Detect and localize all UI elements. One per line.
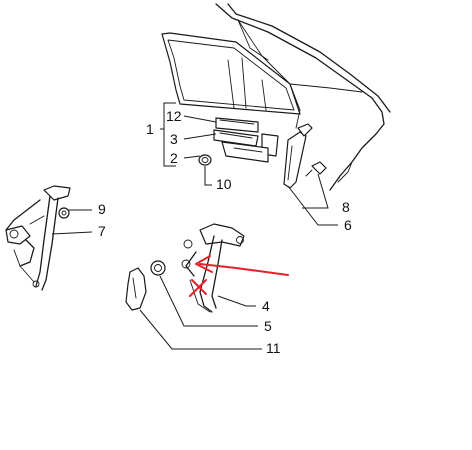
- clip-part: [58, 207, 70, 219]
- center-regulator-mechanism: [181, 223, 245, 313]
- callout-7: 7: [98, 223, 106, 239]
- window-glass: [161, 32, 301, 115]
- red-arrow-line: [199, 263, 289, 276]
- callout-6: 6: [344, 217, 352, 233]
- callout-labels: 1 12 3 2 10 8 6 9 7 4 5 11: [98, 108, 352, 356]
- grommet-part: [198, 154, 212, 166]
- callout-4: 4: [262, 298, 270, 314]
- red-arrowhead: [195, 255, 213, 273]
- red-annotation: [189, 255, 289, 297]
- left-regulator-mechanism: [5, 185, 71, 291]
- callout-10: 10: [216, 176, 232, 192]
- glass-channel-parts: [213, 117, 279, 163]
- callout-11: 11: [266, 340, 281, 356]
- bolt-part: [305, 161, 327, 177]
- callout-5: 5: [264, 318, 272, 334]
- callout-8: 8: [342, 199, 350, 215]
- callout-9: 9: [98, 201, 106, 217]
- handle-bezel: [150, 260, 166, 276]
- callout-2: 2: [170, 150, 178, 166]
- callout-12: 12: [166, 108, 182, 124]
- crank-handle: [125, 267, 147, 311]
- callout-1: 1: [146, 121, 154, 137]
- leader-lines: [51, 102, 338, 350]
- rear-guide-rail: [283, 123, 313, 189]
- red-x-mark: [189, 279, 207, 297]
- callout-3: 3: [170, 131, 178, 147]
